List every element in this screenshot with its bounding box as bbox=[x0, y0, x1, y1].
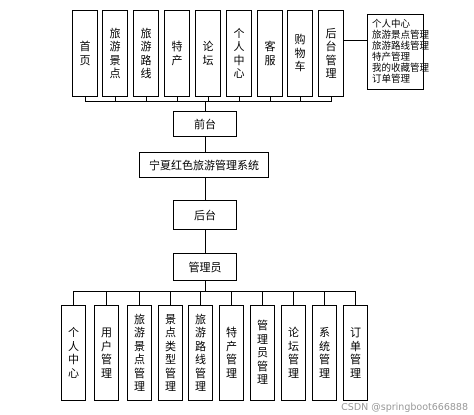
frontend-module-box: 购物车 bbox=[287, 10, 313, 97]
connector-line bbox=[300, 97, 301, 101]
admin-module-box-label: 特产管理 bbox=[226, 326, 237, 380]
note-item: 我的收藏管理 bbox=[372, 63, 430, 74]
connector-line bbox=[208, 97, 209, 101]
connector-line bbox=[355, 291, 356, 305]
backend-node: 后台 bbox=[173, 200, 237, 230]
connector-line bbox=[205, 101, 206, 111]
connector-line bbox=[344, 40, 367, 41]
admin-module-box: 景点类型管理 bbox=[158, 305, 183, 401]
admin-module-box-label: 个人中心 bbox=[68, 326, 79, 380]
frontend-module-box: 客服 bbox=[257, 10, 283, 97]
connector-line bbox=[331, 97, 332, 101]
connector-line bbox=[177, 97, 178, 101]
admin-label: 管理员 bbox=[188, 260, 222, 274]
backend-management-note: 个人中心 旅游景点管理 旅游路线管理 特产管理 我的收藏管理 订单管理 bbox=[367, 14, 430, 90]
admin-module-box: 系统管理 bbox=[312, 305, 337, 401]
admin-module-box: 个人中心 bbox=[61, 305, 86, 401]
note-item: 个人中心 bbox=[372, 19, 411, 30]
frontend-module-box-label: 特产 bbox=[171, 40, 183, 67]
frontend-module-box: 旅游景点 bbox=[102, 10, 128, 97]
backend-label: 后台 bbox=[194, 208, 216, 222]
connector-line bbox=[239, 97, 240, 101]
admin-module-box: 论坛管理 bbox=[281, 305, 306, 401]
connector-line bbox=[146, 97, 147, 101]
frontend-module-box: 旅游路线 bbox=[133, 10, 159, 97]
frontend-module-box-label: 论坛 bbox=[202, 40, 214, 67]
system-title: 宁夏红色旅游管理系统 bbox=[149, 158, 259, 172]
admin-module-box: 旅游景点管理 bbox=[127, 305, 152, 401]
connector-line bbox=[262, 291, 263, 305]
frontend-module-box-label: 购物车 bbox=[294, 33, 306, 74]
admin-module-box-label: 用户管理 bbox=[101, 326, 112, 380]
admin-module-box: 旅游路线管理 bbox=[188, 305, 213, 401]
frontend-module-box: 个人中心 bbox=[226, 10, 252, 97]
connector-line bbox=[85, 97, 86, 101]
connector-line bbox=[115, 97, 116, 101]
connector-line bbox=[205, 230, 206, 253]
frontend-module-box: 首页 bbox=[72, 10, 98, 97]
connector-line bbox=[231, 291, 232, 305]
frontend-module-box: 论坛 bbox=[195, 10, 221, 97]
connector-line bbox=[205, 137, 206, 152]
connector-line bbox=[205, 281, 206, 291]
frontend-node: 前台 bbox=[173, 111, 237, 137]
frontend-module-box-label: 个人中心 bbox=[233, 26, 245, 81]
admin-module-box-label: 旅游路线管理 bbox=[195, 312, 206, 394]
connector-line bbox=[205, 178, 206, 200]
admin-module-box-label: 系统管理 bbox=[319, 326, 330, 380]
frontend-module-box-label: 旅游景点 bbox=[109, 26, 121, 81]
note-item: 订单管理 bbox=[372, 74, 411, 85]
note-item: 旅游景点管理 bbox=[372, 30, 430, 41]
frontend-module-box: 特产 bbox=[164, 10, 190, 97]
frontend-module-box-label: 客服 bbox=[264, 40, 276, 67]
note-item: 特产管理 bbox=[372, 52, 411, 63]
admin-module-box-label: 订单管理 bbox=[350, 326, 361, 380]
connector-line bbox=[293, 291, 294, 305]
connector-line bbox=[139, 291, 140, 305]
frontend-module-box-label: 旅游路线 bbox=[140, 26, 152, 81]
admin-module-box-label: 景点类型管理 bbox=[165, 312, 176, 394]
frontend-label: 前台 bbox=[194, 117, 216, 131]
connector-line bbox=[106, 291, 107, 305]
note-item: 旅游路线管理 bbox=[372, 41, 430, 52]
frontend-module-box-label: 首页 bbox=[79, 40, 91, 67]
frontend-module-box: 后台管理 bbox=[318, 10, 344, 97]
frontend-module-box-label: 后台管理 bbox=[325, 26, 337, 81]
admin-module-box-label: 管理员管理 bbox=[257, 319, 268, 387]
admin-module-box-label: 旅游景点管理 bbox=[134, 312, 145, 394]
connector-line bbox=[73, 291, 356, 292]
connector-line bbox=[85, 101, 332, 102]
admin-module-box: 用户管理 bbox=[94, 305, 119, 401]
connector-line bbox=[270, 97, 271, 101]
admin-node: 管理员 bbox=[173, 253, 237, 281]
connector-line bbox=[324, 291, 325, 305]
admin-module-box: 特产管理 bbox=[219, 305, 244, 401]
admin-module-box: 管理员管理 bbox=[250, 305, 275, 401]
connector-line bbox=[170, 291, 171, 305]
watermark: CSDN @springboot666888 bbox=[341, 402, 468, 413]
admin-module-box: 订单管理 bbox=[343, 305, 368, 401]
connector-line bbox=[73, 291, 74, 305]
system-title-node: 宁夏红色旅游管理系统 bbox=[139, 152, 269, 178]
admin-module-box-label: 论坛管理 bbox=[288, 326, 299, 380]
connector-line bbox=[200, 291, 201, 305]
